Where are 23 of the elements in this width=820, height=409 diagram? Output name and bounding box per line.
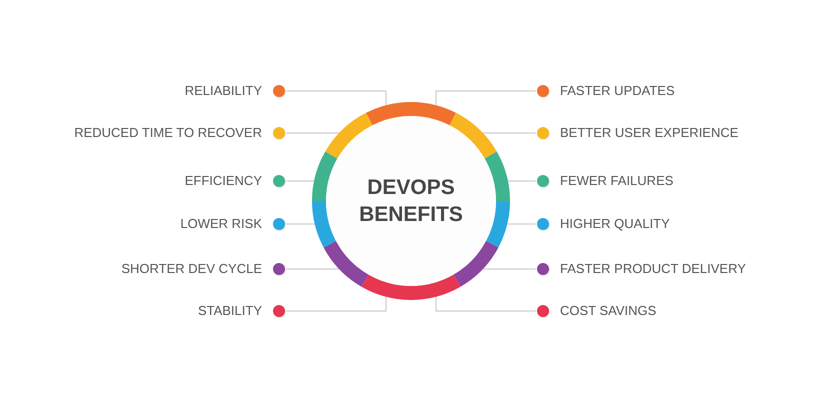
benefit-label: EFFICIENCY <box>184 173 262 189</box>
leader-line <box>482 132 536 134</box>
leader-line <box>436 296 536 312</box>
benefit-label: SHORTER DEV CYCLE <box>121 261 262 277</box>
benefit-label: COST SAVINGS <box>560 303 656 319</box>
benefit-label: LOWER RISK <box>180 216 262 232</box>
benefit-label: FEWER FAILURES <box>560 173 674 189</box>
benefit-label: FASTER UPDATES <box>560 83 675 99</box>
leader-line <box>482 268 536 270</box>
center-heading: DEVOPS BENEFITS <box>358 175 464 228</box>
leader-line <box>286 268 340 270</box>
leader-line <box>507 180 536 182</box>
benefit-label: REDUCED TIME TO RECOVER <box>74 125 262 141</box>
leader-line <box>286 180 315 182</box>
benefit-label: BETTER USER EXPERIENCE <box>560 125 738 141</box>
leader-line <box>286 90 386 106</box>
leader-line <box>286 132 340 134</box>
benefit-label: RELIABILITY <box>184 83 262 99</box>
leader-line <box>436 90 536 106</box>
benefit-label: FASTER PRODUCT DELIVERY <box>560 261 746 277</box>
leader-line <box>286 296 386 312</box>
benefit-label: STABILITY <box>198 303 262 319</box>
benefit-label: HIGHER QUALITY <box>560 216 670 232</box>
